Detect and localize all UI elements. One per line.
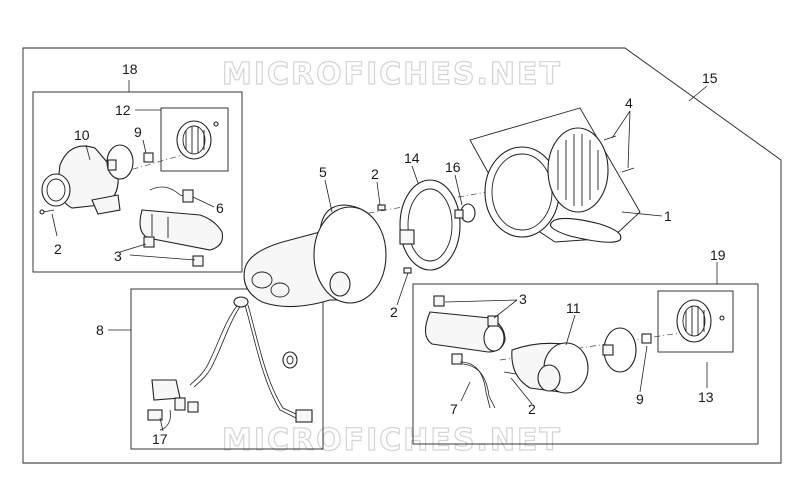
screw-2-b xyxy=(377,204,386,211)
callout-19: 19 xyxy=(710,247,726,263)
lens-inset-frame-12 xyxy=(160,107,229,172)
callout-16: 16 xyxy=(445,159,461,175)
leader-lines xyxy=(51,80,718,432)
callout-15: 15 xyxy=(702,70,718,86)
indicator-lens-13 xyxy=(676,299,725,343)
callout-2-left: 2 xyxy=(54,241,62,257)
indicator-housing-10 xyxy=(41,145,121,215)
wiring-harness-8 xyxy=(147,296,313,431)
watermark-bottom: MICROFICHES.NET xyxy=(222,423,562,458)
callout-1: 1 xyxy=(664,208,672,224)
callout-5: 5 xyxy=(319,164,327,180)
headlight-shell-5 xyxy=(243,204,387,308)
indicator-housing-11 xyxy=(511,342,589,394)
screw-4-b xyxy=(621,167,635,173)
indicator-lens-12 xyxy=(176,120,219,160)
callout-14: 14 xyxy=(404,150,420,166)
assembly-frame-15 xyxy=(22,47,782,464)
headlight-seal xyxy=(549,217,622,243)
headlight-lens-1 xyxy=(547,127,609,213)
callout-17: 17 xyxy=(152,431,168,447)
connector-6 xyxy=(182,189,194,203)
bulb-16 xyxy=(454,203,476,223)
indicator-reflector-right xyxy=(602,327,637,373)
callout-9-left: 9 xyxy=(134,124,142,140)
callout-8: 8 xyxy=(96,322,104,338)
callout-2-top: 2 xyxy=(371,166,379,182)
wiring-frame-8 xyxy=(130,288,324,450)
callout-11: 11 xyxy=(566,300,581,316)
callout-13: 13 xyxy=(698,389,714,405)
screw-2-a xyxy=(42,209,55,213)
subassembly-frame-18 xyxy=(32,91,243,273)
callout-9-right: 9 xyxy=(636,391,644,407)
callout-2-right: 2 xyxy=(528,401,536,417)
bulb-9-right xyxy=(641,333,652,344)
callout-6: 6 xyxy=(216,200,224,216)
callout-4: 4 xyxy=(625,95,633,111)
callout-10: 10 xyxy=(74,127,90,143)
bulb-9-left xyxy=(143,152,154,163)
callout-3-right: 3 xyxy=(519,291,527,307)
subassembly-frame-19 xyxy=(412,283,759,445)
headlight-rim-1 xyxy=(484,146,560,238)
screw-4-a xyxy=(603,135,617,141)
screw-2-c xyxy=(403,267,412,274)
indicator-arm-left xyxy=(139,209,224,251)
callout-7: 7 xyxy=(450,401,458,417)
screw-2-d xyxy=(503,371,517,375)
grommet-ring xyxy=(282,351,298,369)
callout-18: 18 xyxy=(122,61,138,77)
reflector-plate-14 xyxy=(399,179,461,271)
callout-12: 12 xyxy=(115,102,131,118)
lens-inset-frame-13 xyxy=(657,290,734,353)
nut-3-b xyxy=(192,255,204,267)
callout-2-mid: 2 xyxy=(390,304,398,320)
callout-3-left: 3 xyxy=(114,248,122,264)
indicator-wire-6 xyxy=(149,186,185,197)
watermark-top: MICROFICHES.NET xyxy=(222,57,562,92)
indicator-arm-right xyxy=(424,311,506,353)
nut-3-a xyxy=(143,236,155,248)
nut-3-d xyxy=(487,315,499,327)
indicator-wire-7 xyxy=(451,353,496,409)
indicator-reflector-left xyxy=(106,144,134,180)
nut-3-c xyxy=(433,295,445,307)
